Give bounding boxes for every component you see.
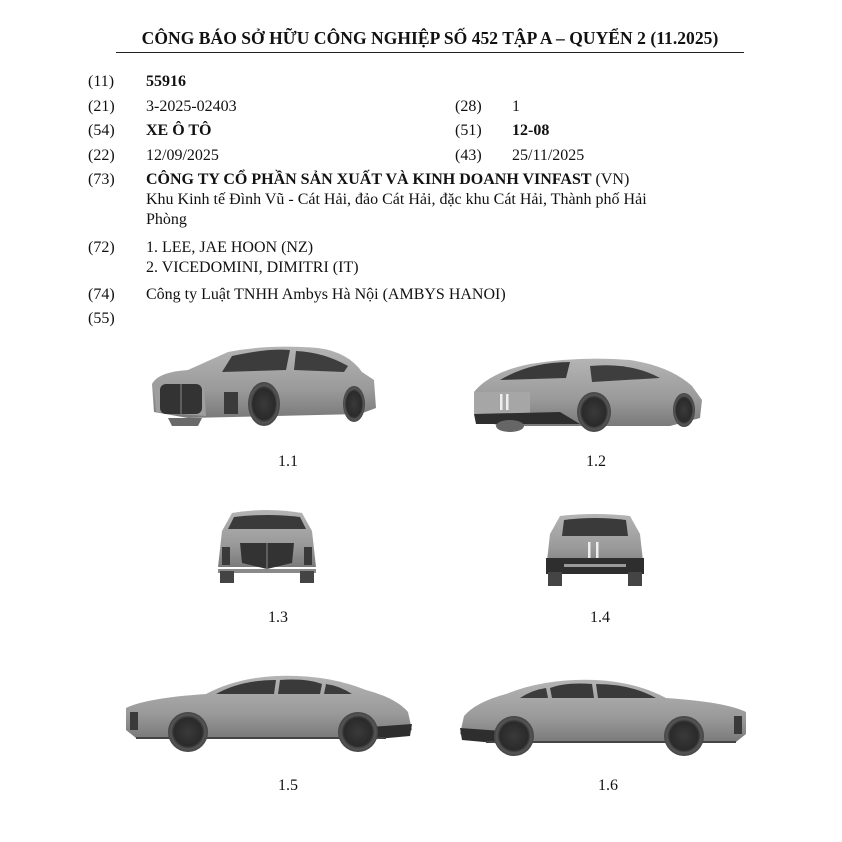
inventor-item: 1. LEE, JAE HOON (NZ): [146, 239, 314, 256]
figure-front-view: [212, 507, 322, 585]
field-code: (72): [88, 239, 115, 256]
publication-date: 25/11/2025: [512, 147, 585, 164]
field-22-row: (22) 12/09/2025 (43) 25/11/2025: [0, 146, 842, 166]
field-55-row: (55): [0, 309, 842, 329]
registration-number: 55916: [146, 73, 186, 90]
application-number: 3-2025-02403: [146, 98, 237, 115]
car-rear-view-drawing: [546, 514, 644, 586]
inventors-list: 1. LEE, JAE HOON (NZ) 2. VICEDOMINI, DIM…: [146, 238, 359, 278]
figure-left-side-view: [126, 672, 416, 754]
figure-front-three-quarter: [148, 342, 380, 432]
field-code: (51): [455, 122, 482, 139]
owner-country: (VN): [591, 171, 630, 188]
field-code: (21): [88, 98, 115, 115]
inventor-item: 2. VICEDOMINI, DIMITRI (IT): [146, 259, 359, 276]
filing-date: 12/09/2025: [146, 147, 219, 164]
owner-address-line2: Phòng: [146, 211, 187, 228]
field-code: (74): [88, 286, 115, 303]
car-rear-three-quarter-drawing: [474, 358, 702, 432]
field-54-row: (54) XE Ô TÔ (51) 12-08: [0, 121, 842, 141]
field-74-row: (74) Công ty Luật TNHH Ambys Hà Nội (AMB…: [0, 285, 842, 305]
field-code: (28): [455, 98, 482, 115]
owner-name: CÔNG TY CỔ PHẦN SẢN XUẤT VÀ KINH DOANH V…: [146, 171, 592, 188]
field-73-row: (73) CÔNG TY CỔ PHẦN SẢN XUẤT VÀ KINH DO…: [0, 170, 842, 234]
car-front-three-quarter-drawing: [152, 346, 376, 426]
figure-caption: 1.2: [586, 453, 606, 470]
figure-rear-view: [540, 512, 650, 588]
figure-caption: 1.4: [590, 609, 610, 626]
field-11-row: (11) 55916: [0, 72, 842, 92]
car-front-view-drawing: [218, 510, 316, 583]
field-code: (54): [88, 122, 115, 139]
field-code: (73): [88, 171, 115, 188]
locarno-class: 12-08: [512, 122, 550, 139]
figure-caption: 1.6: [598, 777, 618, 794]
field-code: (43): [455, 147, 482, 164]
figure-caption: 1.3: [268, 609, 288, 626]
field-code: (22): [88, 147, 115, 164]
owner-block: CÔNG TY CỔ PHẦN SẢN XUẤT VÀ KINH DOANH V…: [146, 170, 746, 230]
field-code: (55): [88, 310, 115, 327]
car-left-side-drawing: [126, 675, 412, 752]
car-right-side-drawing: [460, 679, 746, 756]
design-title: XE Ô TÔ: [146, 122, 212, 139]
gazette-header: CÔNG BÁO SỞ HỮU CÔNG NGHIỆP SỐ 452 TẬP A…: [116, 28, 744, 53]
field-code: (11): [88, 73, 115, 90]
figure-caption: 1.1: [278, 453, 298, 470]
field-21-row: (21) 3-2025-02403 (28) 1: [0, 97, 842, 117]
owner-address-line1: Khu Kinh tế Đình Vũ - Cát Hải, đảo Cát H…: [146, 191, 647, 208]
figure-caption: 1.5: [278, 777, 298, 794]
agent-name: Công ty Luật TNHH Ambys Hà Nội (AMBYS HA…: [146, 286, 506, 303]
figure-rear-three-quarter: [470, 352, 706, 434]
figure-right-side-view: [456, 676, 746, 758]
field-72-row: (72) 1. LEE, JAE HOON (NZ) 2. VICEDOMINI…: [0, 238, 842, 280]
design-count: 1: [512, 98, 520, 115]
